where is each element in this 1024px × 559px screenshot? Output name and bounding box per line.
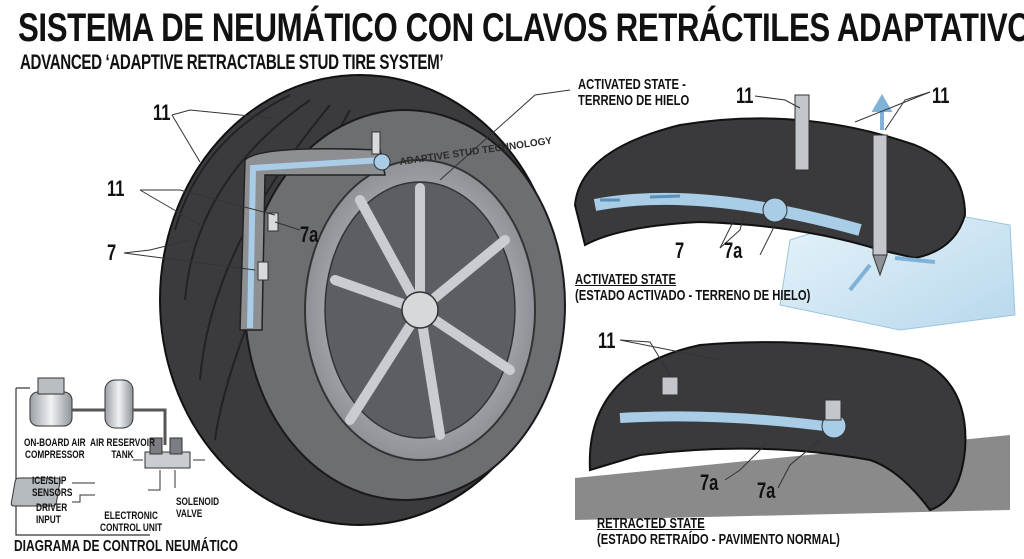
control-diagram-illustration [10,377,205,536]
activated-tire-section [573,117,967,260]
compressor-label-line2: COMPRESSOR [24,448,85,461]
sensors-label: ICE/SLIP SENSORS [32,475,73,499]
ecu-label: ELECTRONIC CONTROL UNIT [100,510,163,534]
page-subtitle: ADVANCED ‘ADAPTIVE RETRACTABLE STUD TIRE… [20,51,444,74]
activated-label-valve: 7a [724,238,743,263]
label-stud-top: 11 [153,100,171,125]
driver-label-line1: DRIVER [36,502,68,514]
sensors-label-line2: SENSORS [32,486,73,499]
tank-label-line1: AIR RESERVOIR [90,437,155,449]
activated-stud-right [872,134,888,256]
activated-callout-line1: ACTIVATED STATE - [578,76,686,93]
activated-callout-line2: TERRENO DE HIELO [578,91,690,109]
activated-caption: ACTIVATED STATE (ESTADO ACTIVADO - TERRE… [575,272,810,304]
driver-label-line2: INPUT [36,513,61,526]
compressor-label: ON-BOARD AIR COMPRESSOR [24,437,86,461]
air-tank-icon [104,379,134,429]
compressor-icon [29,391,73,427]
retracted-label-studs: 11 [598,328,616,353]
ecu-icon [10,477,61,507]
solenoid-label-line1: SOLENOID [176,496,220,508]
label-stud-mid: 11 [107,176,125,201]
activated-caption-text: (ESTADO ACTIVADO - TERRENO DE HIELO) [575,286,811,304]
activated-label-stud-right: 11 [932,83,950,108]
label-channel: 7 [107,240,117,265]
driver-label: DRIVER INPUT [36,502,68,526]
tank-label-line2: TANK [111,448,134,461]
activated-label-stud-left: 11 [736,83,754,108]
hub [401,291,439,329]
activated-callout: ACTIVATED STATE - TERRENO DE HIELO [578,77,689,109]
activated-stud-left [794,94,810,171]
air-channel [247,157,383,329]
solenoid-label: SOLENOID VALVE [176,496,220,520]
solenoid-valve-icon [144,451,191,469]
retracted-stud-left [661,376,679,396]
page-title: SISTEMA DE NEUMÁTICO CON CLAVOS RETRÁCTI… [18,6,1024,50]
retracted-stud-right [824,399,842,421]
retracted-state-illustration [575,339,1010,520]
activated-state-illustration [573,91,1016,331]
compressor-label-line1: ON-BOARD AIR [24,437,86,449]
activated-label-channel: 7 [675,238,685,263]
ecu-label-line1: ELECTRONIC [104,510,158,522]
activated-heading: ACTIVATED STATE [575,271,677,288]
ecu-label-line2: CONTROL UNIT [100,521,163,534]
retracted-label-valve-right: 7a [757,478,776,503]
retracted-caption-text: (ESTADO RETRAÍDO - PAVIMENTO NORMAL) [597,530,840,548]
retracted-caption: RETRACTED STATE (ESTADO RETRAÍDO - PAVIM… [597,516,840,548]
tank-label: AIR RESERVOIR TANK [90,437,155,461]
retracted-heading: RETRACTED STATE [597,515,705,532]
sensors-label-line1: ICE/SLIP [32,475,67,487]
retracted-label-valve-left: 7a [700,470,719,495]
main-tire-illustration: ADAPTIVE STUD TECHNOLOGY [123,74,571,526]
label-valve: 7a [300,222,319,247]
solenoid-label-line2: VALVE [176,507,203,520]
control-diagram-title: DIAGRAMA DE CONTROL NEUMÁTICO [14,538,238,555]
retracted-tire-section [588,341,967,512]
